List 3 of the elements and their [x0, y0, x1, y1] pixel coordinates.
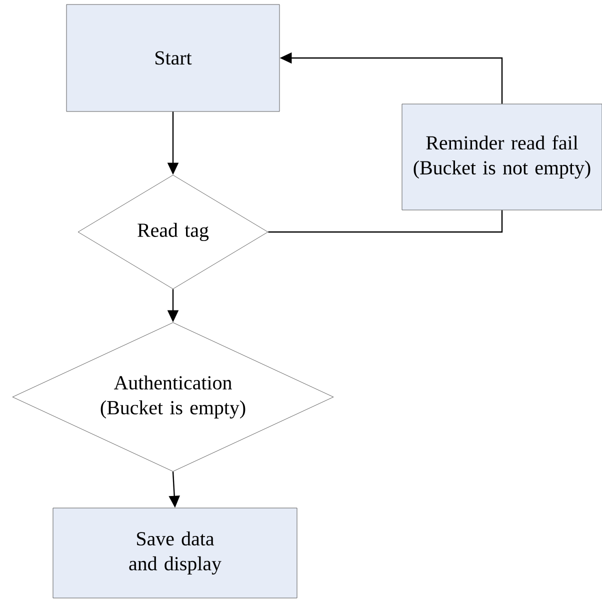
- process-box: Start: [66, 4, 280, 112]
- process-box: Save data and display: [52, 508, 298, 598]
- process-box: Reminder read fail (Bucket is not empty): [402, 104, 602, 210]
